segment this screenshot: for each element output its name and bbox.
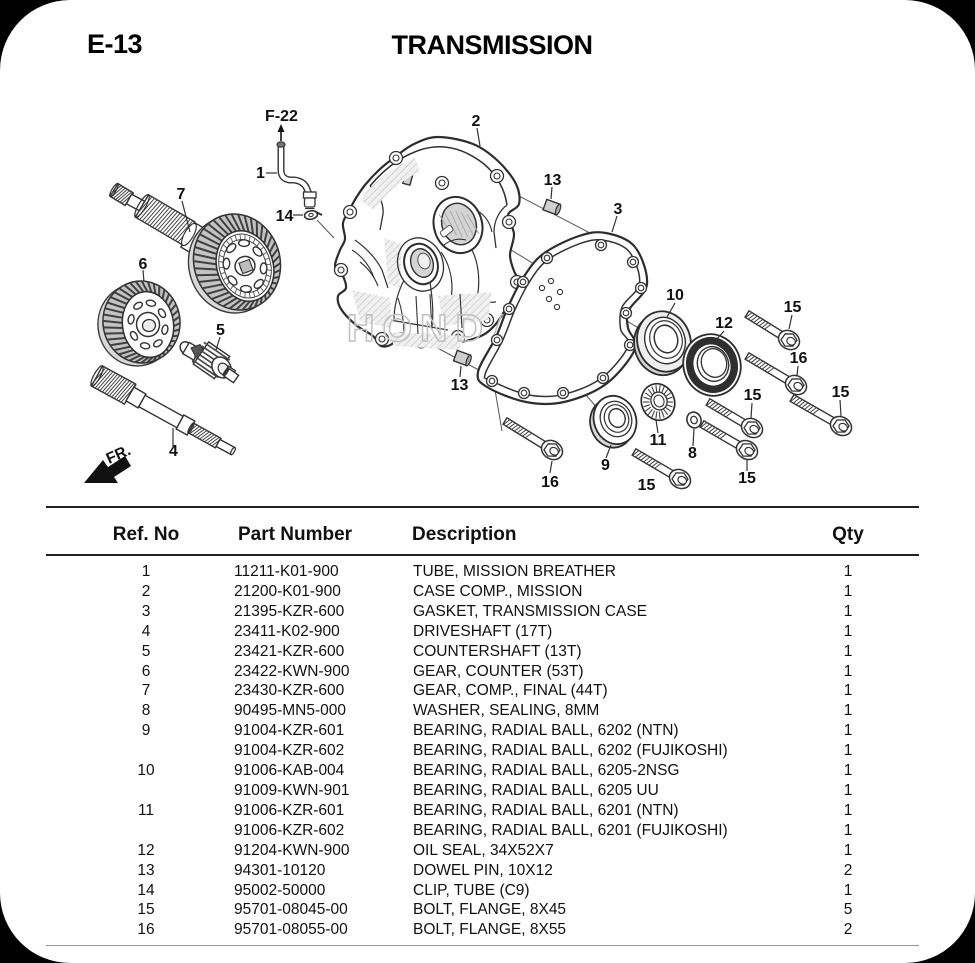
svg-text:13: 13 — [451, 377, 469, 394]
svg-text:6: 6 — [139, 256, 148, 273]
svg-text:15: 15 — [784, 299, 802, 316]
svg-text:12: 12 — [715, 315, 733, 332]
svg-text:13: 13 — [544, 172, 562, 189]
svg-text:14: 14 — [276, 208, 294, 225]
svg-text:10: 10 — [666, 287, 684, 304]
svg-text:5: 5 — [216, 322, 225, 339]
svg-text:7: 7 — [177, 186, 186, 203]
svg-text:16: 16 — [541, 474, 559, 491]
svg-text:9: 9 — [601, 457, 610, 474]
svg-text:HONDA: HONDA — [347, 308, 526, 350]
svg-text:11: 11 — [650, 432, 667, 449]
svg-text:16: 16 — [790, 350, 808, 367]
svg-text:15: 15 — [744, 387, 762, 404]
svg-text:2: 2 — [472, 113, 481, 130]
svg-text:15: 15 — [738, 470, 756, 487]
svg-text:8: 8 — [688, 445, 697, 462]
svg-text:1: 1 — [256, 165, 265, 182]
svg-text:3: 3 — [614, 201, 623, 218]
svg-text:4: 4 — [169, 443, 178, 460]
svg-text:F-22: F-22 — [265, 108, 298, 125]
svg-text:15: 15 — [832, 384, 850, 401]
svg-text:15: 15 — [638, 477, 656, 494]
